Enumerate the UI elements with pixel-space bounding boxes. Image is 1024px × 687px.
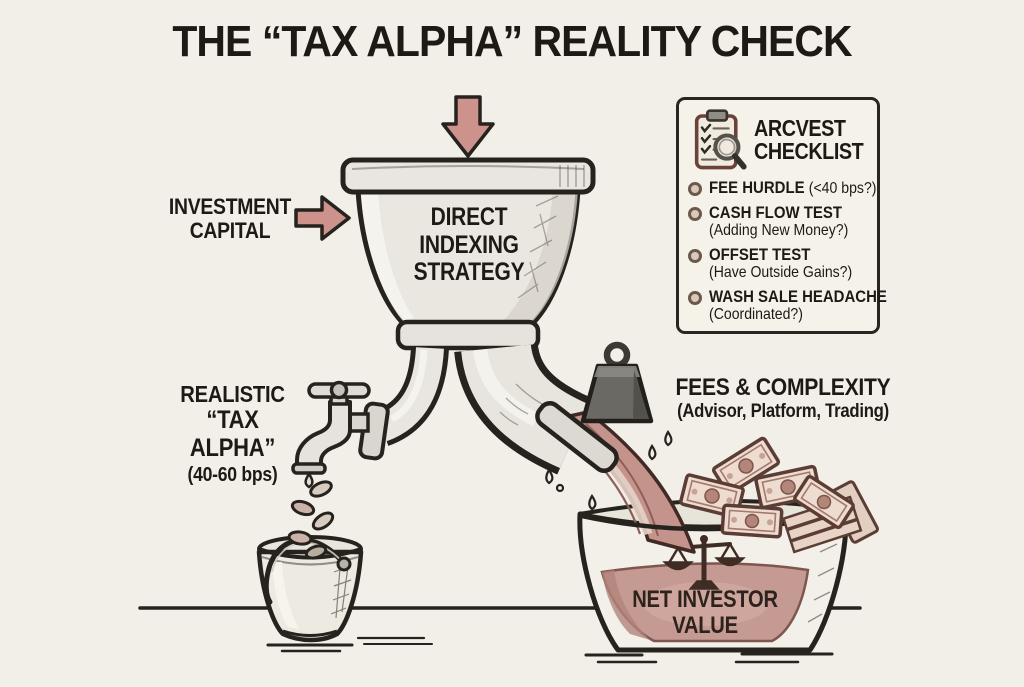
investment-capital-line2: CAPITAL (189, 218, 271, 244)
item-label: WASH SALE HEADACHE (709, 286, 887, 306)
tax-alpha-line1: REALISTIC (180, 381, 285, 407)
tax-alpha-line3: (40-60 bps) (187, 464, 278, 487)
item-label: FEE HURDLE (709, 178, 805, 197)
item-label: CASH FLOW TEST (709, 202, 842, 222)
basin-label-line2: VALUE (672, 612, 738, 640)
investment-capital-line1: INVESTMENT (168, 194, 292, 219)
fees-line1: FEES & COMPLEXITY (675, 374, 891, 401)
funnel-label-line1: DIRECT INDEXING (419, 203, 519, 259)
tax-alpha-line2: “TAX ALPHA” (189, 406, 276, 462)
down-arrow-icon (441, 95, 495, 158)
bullet-dot (688, 248, 702, 263)
basin-icon (577, 498, 849, 664)
fees-complexity-label: FEES & COMPLEXITY (Advisor, Platform, Tr… (666, 374, 900, 423)
page-title: THE “TAX ALPHA” REALITY CHECK (172, 17, 852, 66)
checklist-items: FEE HURDLE (<40 bps?) CASH FLOW TEST (Ad… (688, 178, 887, 324)
right-arrow-icon (294, 195, 351, 241)
investment-capital-label: INVESTMENT CAPITAL (160, 194, 301, 244)
checklist-header: ARCVEST CHECKLIST (688, 108, 868, 172)
tax-alpha-label: REALISTIC “TAX ALPHA” (40-60 bps) (164, 381, 300, 487)
item-detail: (Adding New Money?) (709, 221, 849, 239)
pipe-flange (535, 401, 619, 473)
falling-coins (287, 480, 335, 560)
net-investor-value-label: NET INVESTOR VALUE (628, 586, 783, 640)
item-label: OFFSET TEST (709, 244, 811, 264)
item-detail: (<40 bps?) (808, 180, 877, 197)
fees-line2: (Advisor, Platform, Trading) (677, 401, 889, 423)
faucet-icon (291, 380, 371, 475)
bullet-dot (688, 182, 702, 196)
checklist-title: ARCVEST CHECKLIST (754, 114, 864, 164)
checklist-panel: ARCVEST CHECKLIST FEE HURDLE (<40 bps?) … (676, 97, 887, 334)
checklist-item-wash-sale: WASH SALE HEADACHE (Coordinated?) (688, 287, 887, 324)
checklist-item-cash-flow: CASH FLOW TEST (Adding New Money?) (688, 203, 868, 240)
bullet-dot (688, 290, 702, 305)
bucket-icon (256, 535, 433, 653)
item-detail: (Coordinated?) (709, 305, 803, 323)
weight-icon (580, 341, 654, 424)
bullet-dot (688, 206, 702, 221)
basin-label-line1: NET INVESTOR (632, 586, 778, 613)
funnel-label-line2: STRATEGY (413, 258, 525, 286)
tax-alpha-pipe (374, 346, 449, 446)
cash-bills-icon (648, 429, 879, 554)
item-detail: (Have Outside Gains?) (709, 263, 853, 281)
water-drop (304, 471, 314, 489)
funnel-label: DIRECT INDEXING STRATEGY (385, 203, 553, 287)
funnel-illustration (340, 157, 596, 351)
checklist-title-line1: ARCVEST (754, 114, 846, 141)
checklist-item-fee-hurdle: FEE HURDLE (<40 bps?) (688, 178, 876, 198)
clipboard-magnifier-icon (694, 109, 747, 170)
checklist-title-line2: CHECKLIST (754, 138, 864, 164)
checklist-item-offset-test: OFFSET TEST (Have Outside Gains?) (688, 245, 868, 282)
